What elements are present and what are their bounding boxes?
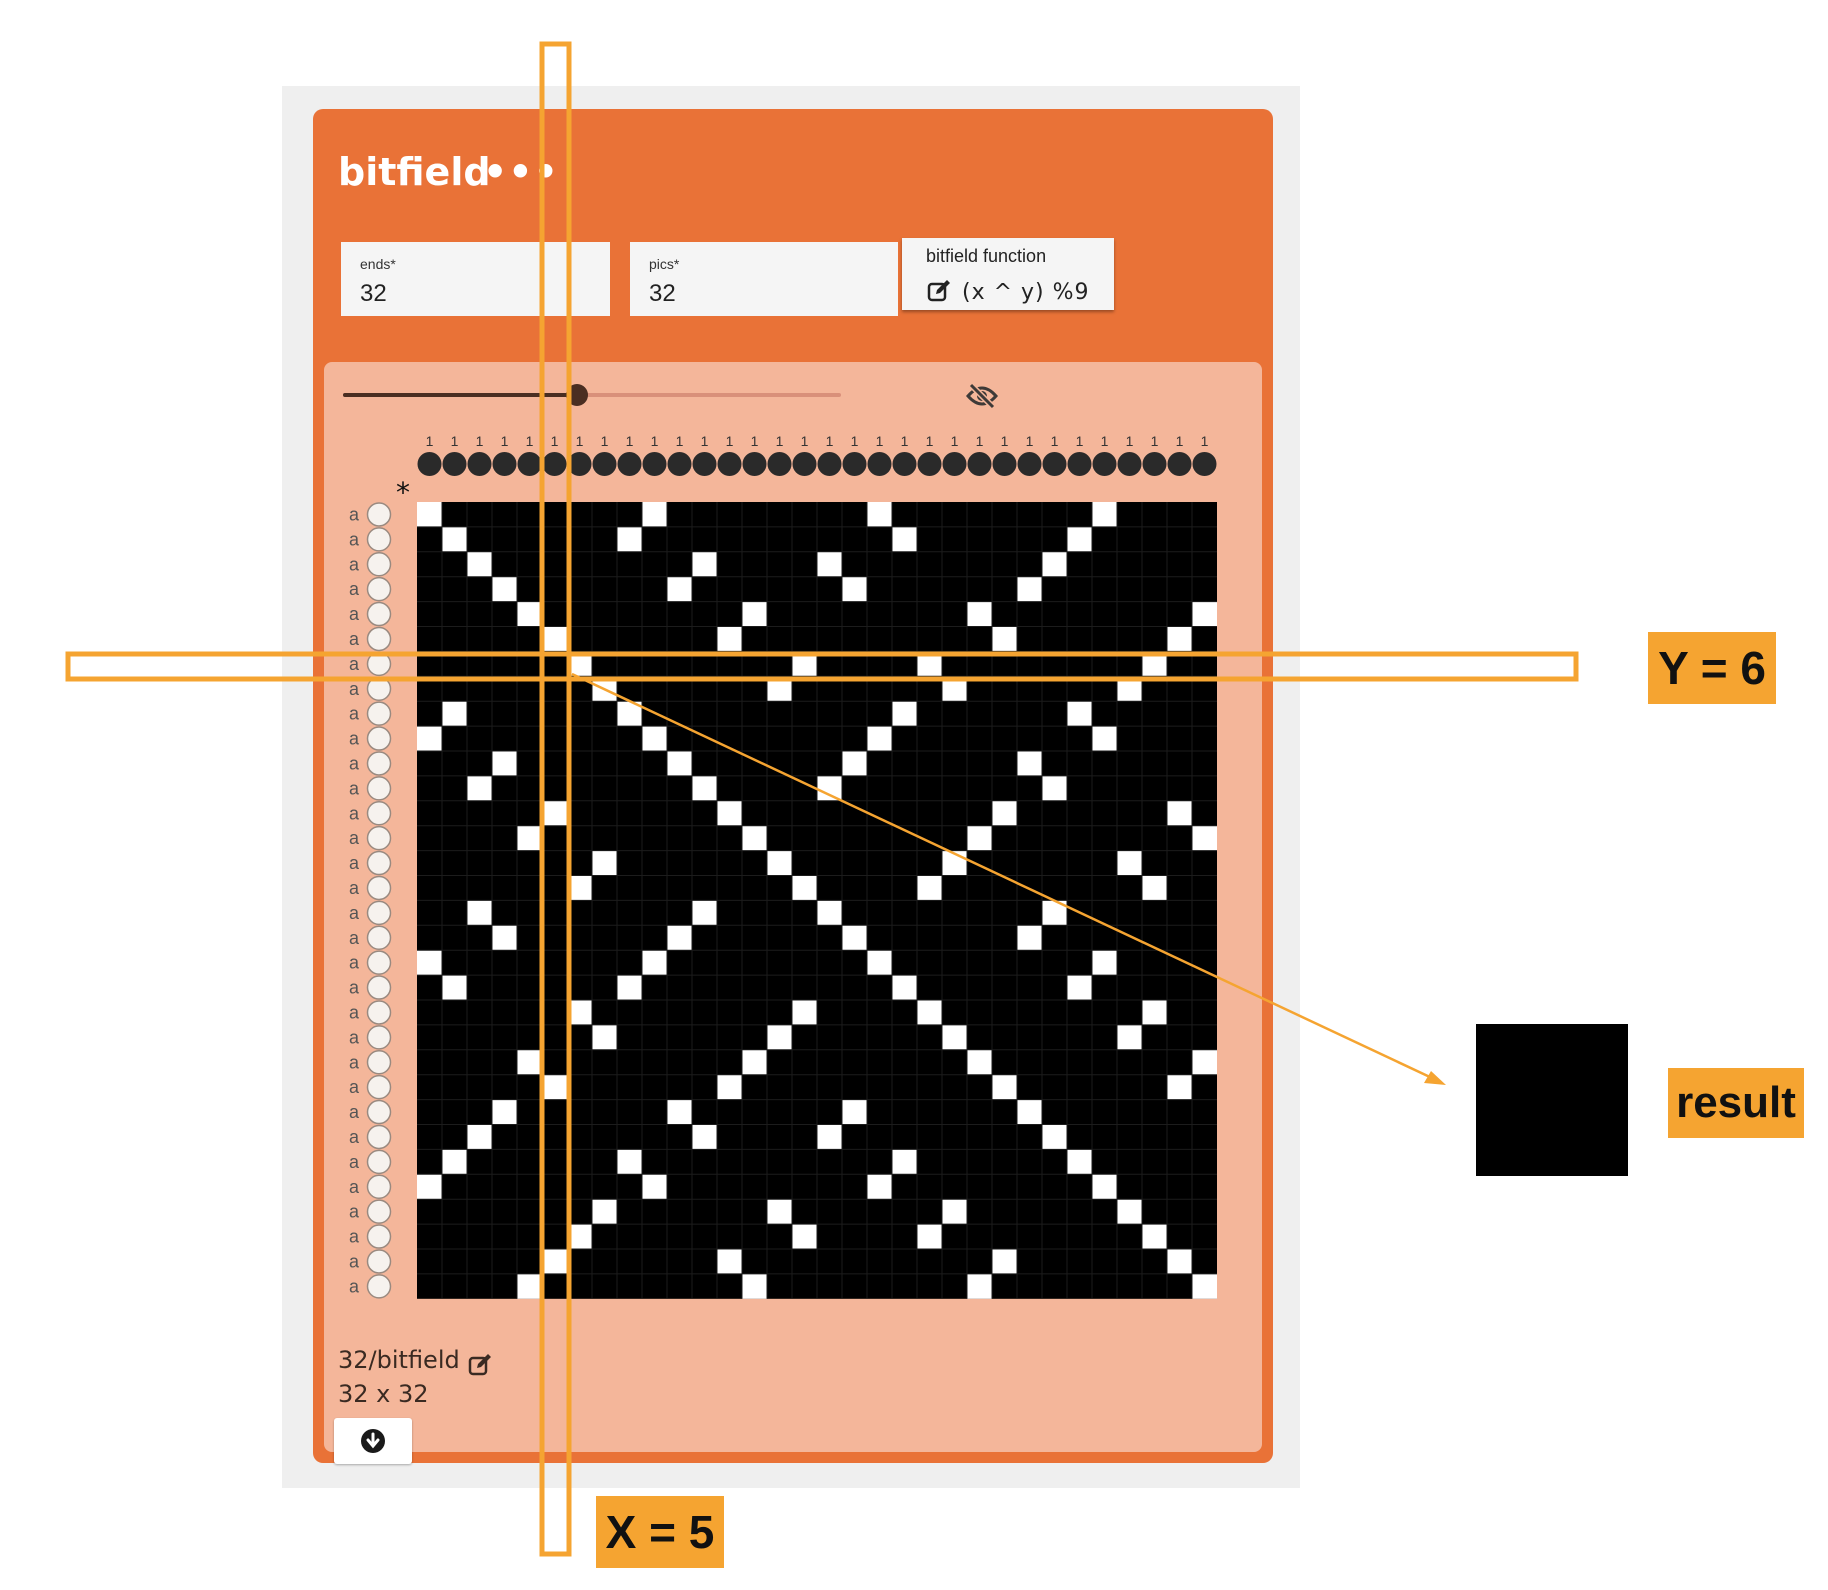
- corner-mark: *: [396, 476, 410, 509]
- bitfield-function-button[interactable]: bitfield function (x ^ y) %9: [902, 238, 1114, 310]
- result-cell-preview: [1476, 1024, 1628, 1176]
- pointer-arrowhead: [1424, 1071, 1446, 1085]
- draft-dimensions: 32 x 32: [338, 1380, 429, 1408]
- zoom-slider-thumb[interactable]: [566, 384, 589, 406]
- pics-value[interactable]: 32: [649, 280, 676, 307]
- eye-off-icon[interactable]: [966, 382, 998, 410]
- result-annotation: result: [1668, 1068, 1804, 1138]
- draft-panel: [324, 362, 1262, 1452]
- function-expression: (x ^ y) %9: [962, 280, 1090, 305]
- card-title: bitfield: [338, 150, 491, 194]
- download-icon: [361, 1429, 385, 1453]
- zoom-slider-fill: [343, 393, 578, 397]
- pics-field[interactable]: pics* 32: [630, 242, 898, 316]
- zoom-slider-track[interactable]: [343, 393, 841, 397]
- y-annotation: Y = 6: [1648, 632, 1776, 704]
- ends-value[interactable]: 32: [360, 280, 387, 307]
- ends-field[interactable]: ends* 32: [341, 242, 610, 316]
- edit-icon[interactable]: [926, 278, 952, 304]
- more-options-icon[interactable]: •••: [483, 150, 559, 194]
- draft-path: 32/bitfield: [338, 1346, 460, 1374]
- edit-icon[interactable]: [467, 1352, 493, 1378]
- pics-label: pics*: [649, 256, 680, 272]
- ends-label: ends*: [360, 256, 396, 272]
- function-label: bitfield function: [926, 246, 1047, 266]
- x-annotation: X = 5: [596, 1496, 724, 1568]
- download-button[interactable]: [334, 1418, 412, 1464]
